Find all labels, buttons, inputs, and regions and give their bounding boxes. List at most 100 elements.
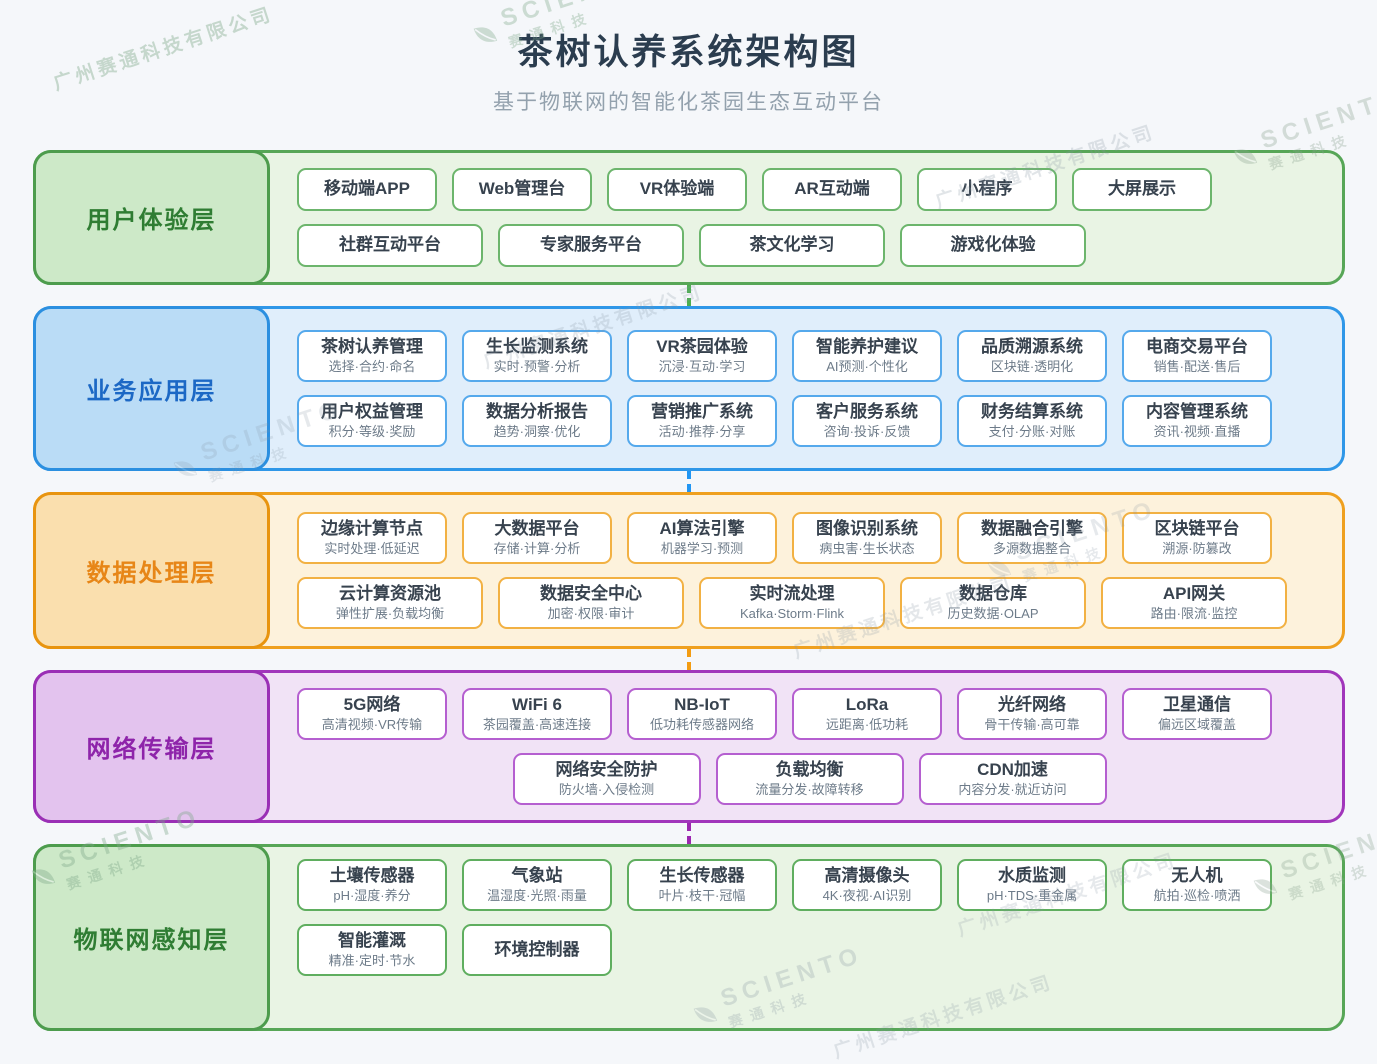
module-title: NB-IoT [674,695,730,715]
layer-user-experience: 用户体验层 移动端APP Web管理台 VR体验端 AR互动端 小程序大屏展示社群互动平台… [33,150,1345,285]
module-box: 无人机航拍·巡检·喷洒 [1122,859,1272,911]
module-row: 茶树认养管理选择·合约·命名生长监测系统实时·预警·分析 VR茶园体验沉浸·互动·… [297,330,1322,382]
module-box: 大数据平台存储·计算·分析 [462,512,612,564]
module-box: 图像识别系统病虫害·生长状态 [792,512,942,564]
module-subtitle: pH·TDS·重金属 [986,888,1078,904]
module-subtitle: 多源数据整合 [992,541,1071,557]
module-box: 5G网络高清视频·VR传输 [297,688,447,740]
module-subtitle: 防火墙·入侵检测 [558,782,655,798]
module-title: 区块链平台 [1154,519,1240,539]
module-box: 云计算资源池弹性扩展·负载均衡 [297,577,483,629]
module-title: 水质监测 [998,866,1066,886]
module-subtitle: 实时处理·低延迟 [324,541,420,557]
module-title: 大数据平台 [494,519,580,539]
module-title: 专家服务平台 [540,235,642,255]
module-subtitle: 区块链·透明化 [990,359,1074,375]
module-subtitle: 航拍·巡检·喷洒 [1153,888,1241,904]
module-row: 用户权益管理积分·等级·奖励数据分析报告趋势·洞察·优化营销推广系统活动·推荐·… [297,395,1322,447]
layer-connector [687,823,691,844]
module-subtitle: 咨询·投诉·反馈 [823,424,911,440]
module-box: 茶树认养管理选择·合约·命名 [297,330,447,382]
module-title: 网络安全防护 [555,760,658,780]
module-subtitle: pH·湿度·养分 [333,888,411,904]
module-title: VR茶园体验 [656,337,748,357]
layer-connector [687,285,691,306]
module-subtitle: 流量分发·故障转移 [755,782,864,798]
module-box: 品质溯源系统区块链·透明化 [957,330,1107,382]
module-title: 无人机 [1171,866,1223,886]
module-title: 移动端APP [324,179,410,199]
module-subtitle: 存储·计算·分析 [493,541,581,557]
layer-label: 网络传输层 [33,670,270,823]
module-title: 客户服务系统 [816,402,918,422]
module-box: NB-IoT 低功耗传感器网络 [627,688,777,740]
module-box: 生长监测系统实时·预警·分析 [462,330,612,382]
module-box: 数据安全中心加密·权限·审计 [498,577,684,629]
module-title: LoRa [845,695,889,715]
module-subtitle: 支付·分账·对账 [988,424,1076,440]
module-title: 5G网络 [343,695,401,715]
module-box: AI算法引擎机器学习·预测 [627,512,777,564]
module-subtitle: 沉浸·互动·学习 [658,359,746,375]
module-subtitle: 远距离·低功耗 [825,717,909,733]
module-row: 社群互动平台专家服务平台茶文化学习游戏化体验 [297,224,1322,267]
module-title: 环境控制器 [494,939,580,959]
module-title: 气象站 [511,866,563,886]
module-subtitle: 机器学习·预测 [660,541,744,557]
module-title: 生长监测系统 [486,337,588,357]
module-title: Web管理台 [478,179,566,199]
module-subtitle: 销售·配送·售后 [1153,359,1241,375]
module-title: 智能灌溉 [338,931,406,951]
module-subtitle: 路由·限流·监控 [1150,606,1238,622]
module-box: 移动端APP [297,168,437,211]
module-title: 财务结算系统 [981,402,1083,422]
module-subtitle: 活动·推荐·分享 [658,424,746,440]
module-subtitle: 病虫害·生长状态 [819,541,915,557]
module-title: 社群互动平台 [339,235,441,255]
module-subtitle: 低功耗传感器网络 [649,717,754,733]
module-subtitle: Kafka·Storm·Flink [739,606,845,622]
module-row: 移动端APP Web管理台 VR体验端 AR互动端 小程序大屏展示 [297,168,1322,211]
module-box: VR茶园体验沉浸·互动·学习 [627,330,777,382]
module-box: 大屏展示 [1072,168,1212,211]
module-box: Web管理台 [452,168,592,211]
module-title: WiFi 6 [512,695,562,715]
module-subtitle: 4K·夜视·AI识别 [822,888,912,904]
module-box: API网关路由·限流·监控 [1101,577,1287,629]
module-title: 数据融合引擎 [981,519,1083,539]
module-title: 电商交易平台 [1146,337,1248,357]
layer-modules: 移动端APP Web管理台 VR体验端 AR互动端 小程序大屏展示社群互动平台 专家服务平… [267,153,1342,282]
module-box: 环境控制器 [462,924,612,976]
layer-label: 用户体验层 [33,150,270,285]
module-title: VR体验端 [639,179,715,199]
module-subtitle: 茶园覆盖·高速连接 [482,717,592,733]
layer-label: 业务应用层 [33,306,270,471]
module-box: 水质监测 pH·TDS·重金属 [957,859,1107,911]
module-box: 营销推广系统活动·推荐·分享 [627,395,777,447]
module-title: AI算法引擎 [659,519,745,539]
module-box: 边缘计算节点实时处理·低延迟 [297,512,447,564]
module-box: CDN加速内容分发·就近访问 [918,753,1107,805]
module-box: 游戏化体验 [900,224,1086,267]
module-box: 小程序 [917,168,1057,211]
module-subtitle: 骨干传输·高可靠 [984,717,1080,733]
module-box: 数据仓库历史数据·OLAP [900,577,1086,629]
module-title: 卫星通信 [1163,695,1231,715]
module-row: 5G网络高清视频·VR传输 WiFi 6 茶园覆盖·高速连接 NB-IoT 低功耗传感器… [297,688,1322,740]
layer-modules: 5G网络高清视频·VR传输 WiFi 6 茶园覆盖·高速连接 NB-IoT 低功耗传感器… [267,673,1342,820]
module-title: API网关 [1162,584,1226,604]
module-subtitle: 温湿度·光照·雨量 [487,888,587,904]
layer-label: 数据处理层 [33,492,270,649]
module-title: 游戏化体验 [950,235,1036,255]
module-title: AR互动端 [794,179,870,199]
layer-modules: 茶树认养管理选择·合约·命名生长监测系统实时·预警·分析 VR茶园体验沉浸·互动·… [267,309,1342,468]
module-subtitle: 趋势·洞察·优化 [493,424,581,440]
module-title: 光纤网络 [998,695,1066,715]
